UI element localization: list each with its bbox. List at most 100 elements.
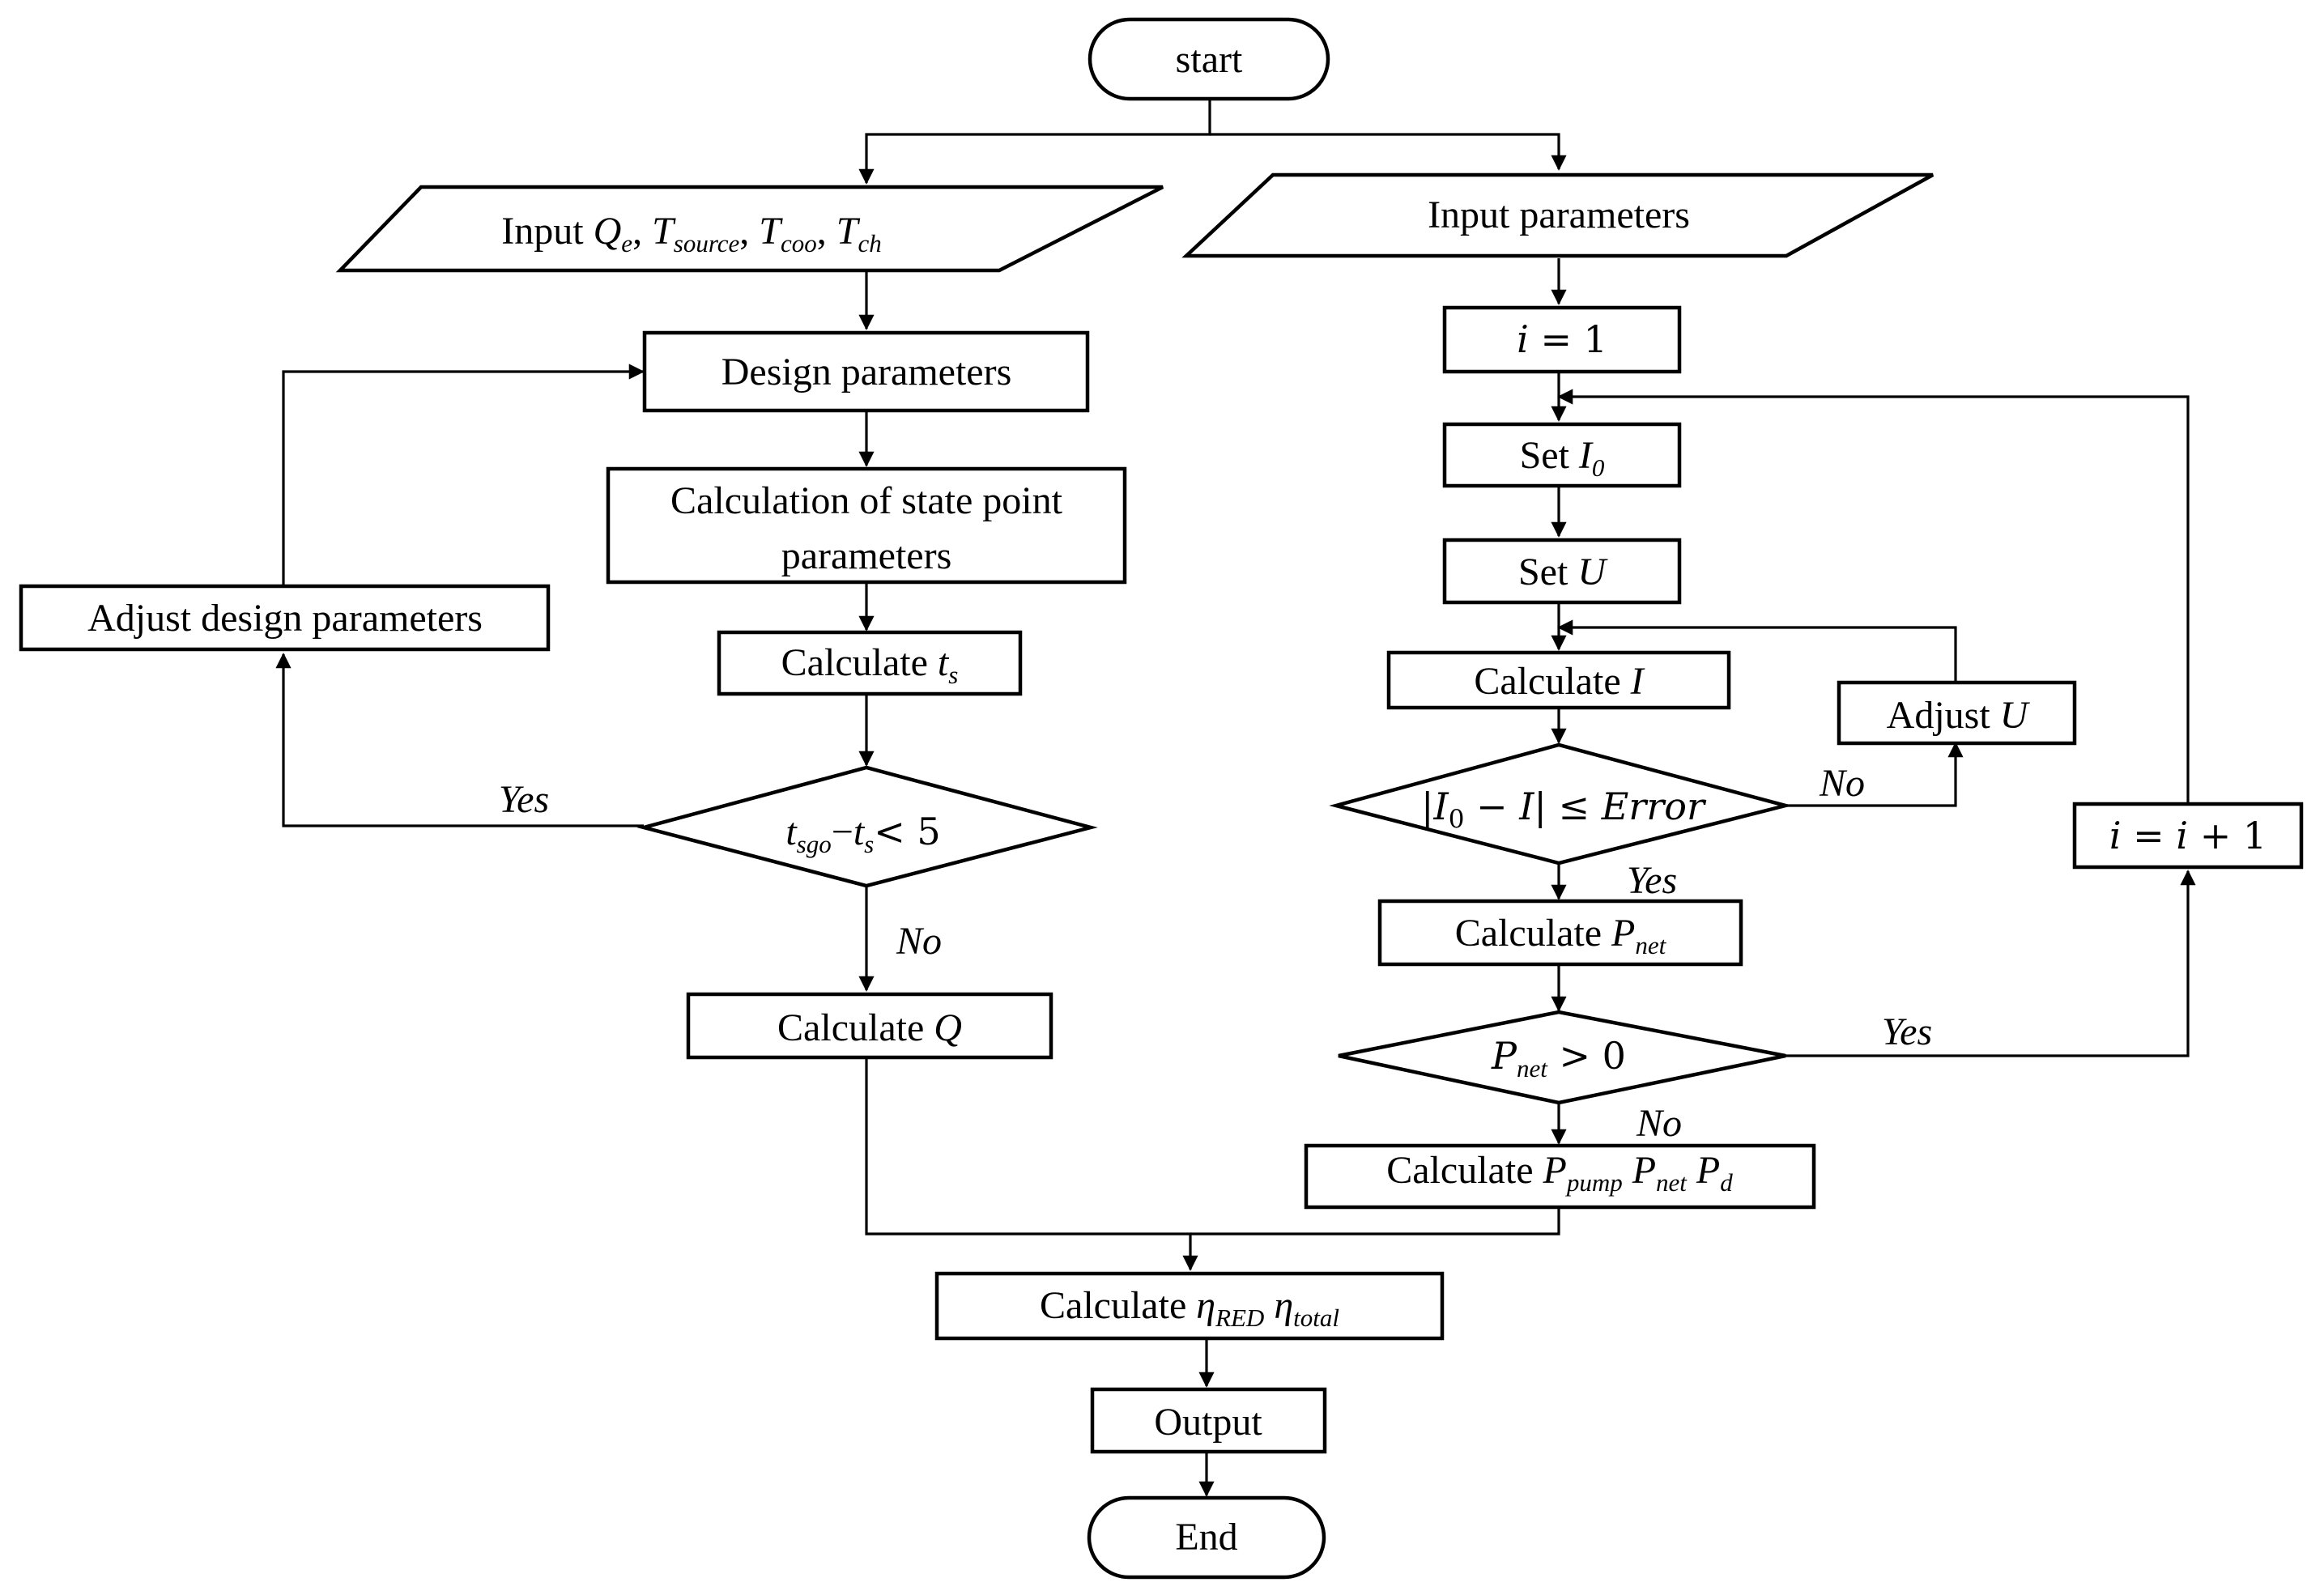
sub-coo: coo: [781, 229, 817, 257]
sep-2: ,: [739, 210, 759, 253]
output-label: Output: [1154, 1401, 1262, 1444]
set-i0-label: Set I0: [1520, 434, 1605, 482]
start-terminal: [1088, 17, 1330, 101]
sub-source: source: [674, 229, 740, 257]
abs-close-leq: | ≤: [1534, 785, 1601, 828]
eq-1: = 1: [1529, 317, 1607, 361]
calc-ts-label: Calculate ts: [781, 641, 959, 689]
calc-q-box: [686, 992, 1053, 1060]
edge-adjustu-to-loop: [1557, 619, 1957, 683]
minus-op: −: [832, 810, 853, 853]
design-params-label: Design parameters: [721, 351, 1012, 393]
sub-s: s: [948, 661, 958, 689]
edge-label-no-pnet: No: [1636, 1102, 1682, 1145]
shapes: [19, 17, 2304, 1580]
start-label: start: [1176, 38, 1243, 81]
input-right-parallelogram: [1181, 172, 1935, 258]
minus-err: −: [1464, 785, 1519, 828]
calc-pnet-box: [1377, 899, 1743, 967]
edge-label-yes-error: Yes: [1627, 859, 1677, 902]
calc-eta-box: [934, 1271, 1445, 1341]
edge-start-to-input-right: [1210, 133, 1567, 171]
edge-ppump-to-merge: [1190, 1207, 1560, 1236]
edge-label-no-left: No: [896, 920, 942, 963]
var-eta-red: η: [1196, 1284, 1215, 1327]
output-box: [1090, 1387, 1327, 1454]
var-t-s: t: [853, 810, 866, 853]
calc-state-box: [606, 466, 1127, 585]
decision-tsgo-label: tsgo−ts< 5: [785, 810, 940, 858]
adjust-u-prefix: Adjust: [1887, 694, 2000, 737]
var-p-dec: P: [1491, 1034, 1517, 1078]
decision-tsgo-diamond: [636, 765, 1098, 888]
calc-eta-label: Calculate ηRED ηtotal: [1040, 1284, 1339, 1332]
set-u-prefix: Set: [1518, 551, 1577, 593]
var-t-source: T: [652, 210, 676, 253]
design-params-box: [642, 330, 1090, 413]
edge-error-no-to-adjustu: [1786, 742, 1964, 807]
gt-0: > 0: [1547, 1034, 1626, 1078]
input-right-label: Input parameters: [1428, 194, 1690, 236]
sub-pump: pump: [1565, 1168, 1623, 1197]
abs-open: |: [1421, 785, 1434, 828]
set-i0-box: [1442, 422, 1682, 488]
calc-ppump-prefix: Calculate: [1386, 1149, 1543, 1192]
input-left-label: Input Qe, Tsource, Tcoo, Tch: [501, 210, 881, 257]
adjust-u-box: [1837, 680, 2077, 746]
edge-decision-yes-to-adjust: [275, 653, 644, 827]
edge-label-no-error: No: [1819, 762, 1865, 805]
sep-1: ,: [632, 210, 652, 253]
var-i-rhs: i: [2176, 814, 2188, 857]
decision-error-diamond: [1329, 742, 1793, 866]
sub-d: d: [1720, 1168, 1733, 1197]
less-than-5: < 5: [874, 810, 940, 853]
node-labels: start Input Qe, Tsource, Tcoo, Tch Input…: [87, 38, 2267, 1559]
decision-pnet-label: Pnet > 0: [1491, 1034, 1626, 1082]
var-q-2: Q: [934, 1006, 962, 1049]
sub-red: RED: [1215, 1304, 1264, 1332]
calc-q-prefix: Calculate: [777, 1006, 934, 1049]
plus-1: + 1: [2188, 814, 2267, 857]
adjust-design-label: Adjust design parameters: [87, 597, 483, 640]
var-p-d: P: [1696, 1149, 1720, 1192]
edge-label-yes-left: Yes: [499, 778, 549, 821]
var-p-pump: P: [1543, 1149, 1567, 1192]
sub-net: net: [1635, 931, 1666, 959]
var-t-ch: T: [836, 210, 861, 253]
sub-0: 0: [1592, 453, 1605, 482]
i-eq-1-box: [1442, 305, 1682, 374]
edge-label-yes-pnet: Yes: [1882, 1010, 1932, 1053]
set-u-label: Set U: [1518, 551, 1608, 593]
var-p: P: [1611, 912, 1635, 955]
calc-pnet-prefix: Calculate: [1455, 912, 1611, 955]
edge-q-to-eta: [865, 1057, 1198, 1271]
sub-sgo: sgo: [797, 830, 832, 858]
input-left-parallelogram: [335, 185, 1164, 273]
set-i0-prefix: Set: [1520, 434, 1579, 477]
var-t: t: [938, 641, 950, 684]
calc-ppump-box: [1304, 1143, 1816, 1210]
edge-adjust-to-design: [282, 364, 645, 586]
var-i-calc: I: [1630, 660, 1645, 703]
calc-ts-prefix: Calculate: [781, 641, 938, 684]
calc-state-label-2: parameters: [781, 534, 952, 577]
edge-inc-to-loop: [1557, 389, 2190, 804]
sub-0-err: 0: [1449, 805, 1465, 834]
edge-labels: Yes No No Yes Yes No: [499, 762, 1932, 1145]
var-i0-err: I: [1433, 785, 1449, 828]
eq-inc: =: [2122, 814, 2177, 857]
edge-pnet-yes-to-inc: [1786, 870, 2196, 1057]
decision-error-label: |I0 − I| ≤ Error: [1421, 785, 1707, 834]
calc-ts-box: [717, 630, 1023, 696]
var-u: U: [1577, 551, 1608, 593]
calc-i-box: [1386, 650, 1731, 710]
end-label: End: [1175, 1516, 1237, 1559]
var-q: Q: [594, 210, 622, 253]
var-t-sgo: t: [785, 810, 798, 853]
decision-pnet-diamond: [1338, 1010, 1786, 1105]
error-word: Error: [1601, 785, 1707, 828]
var-p-net2: P: [1632, 1149, 1656, 1192]
sub-e: e: [621, 229, 632, 257]
calc-pnet-label: Calculate Pnet: [1455, 912, 1667, 959]
